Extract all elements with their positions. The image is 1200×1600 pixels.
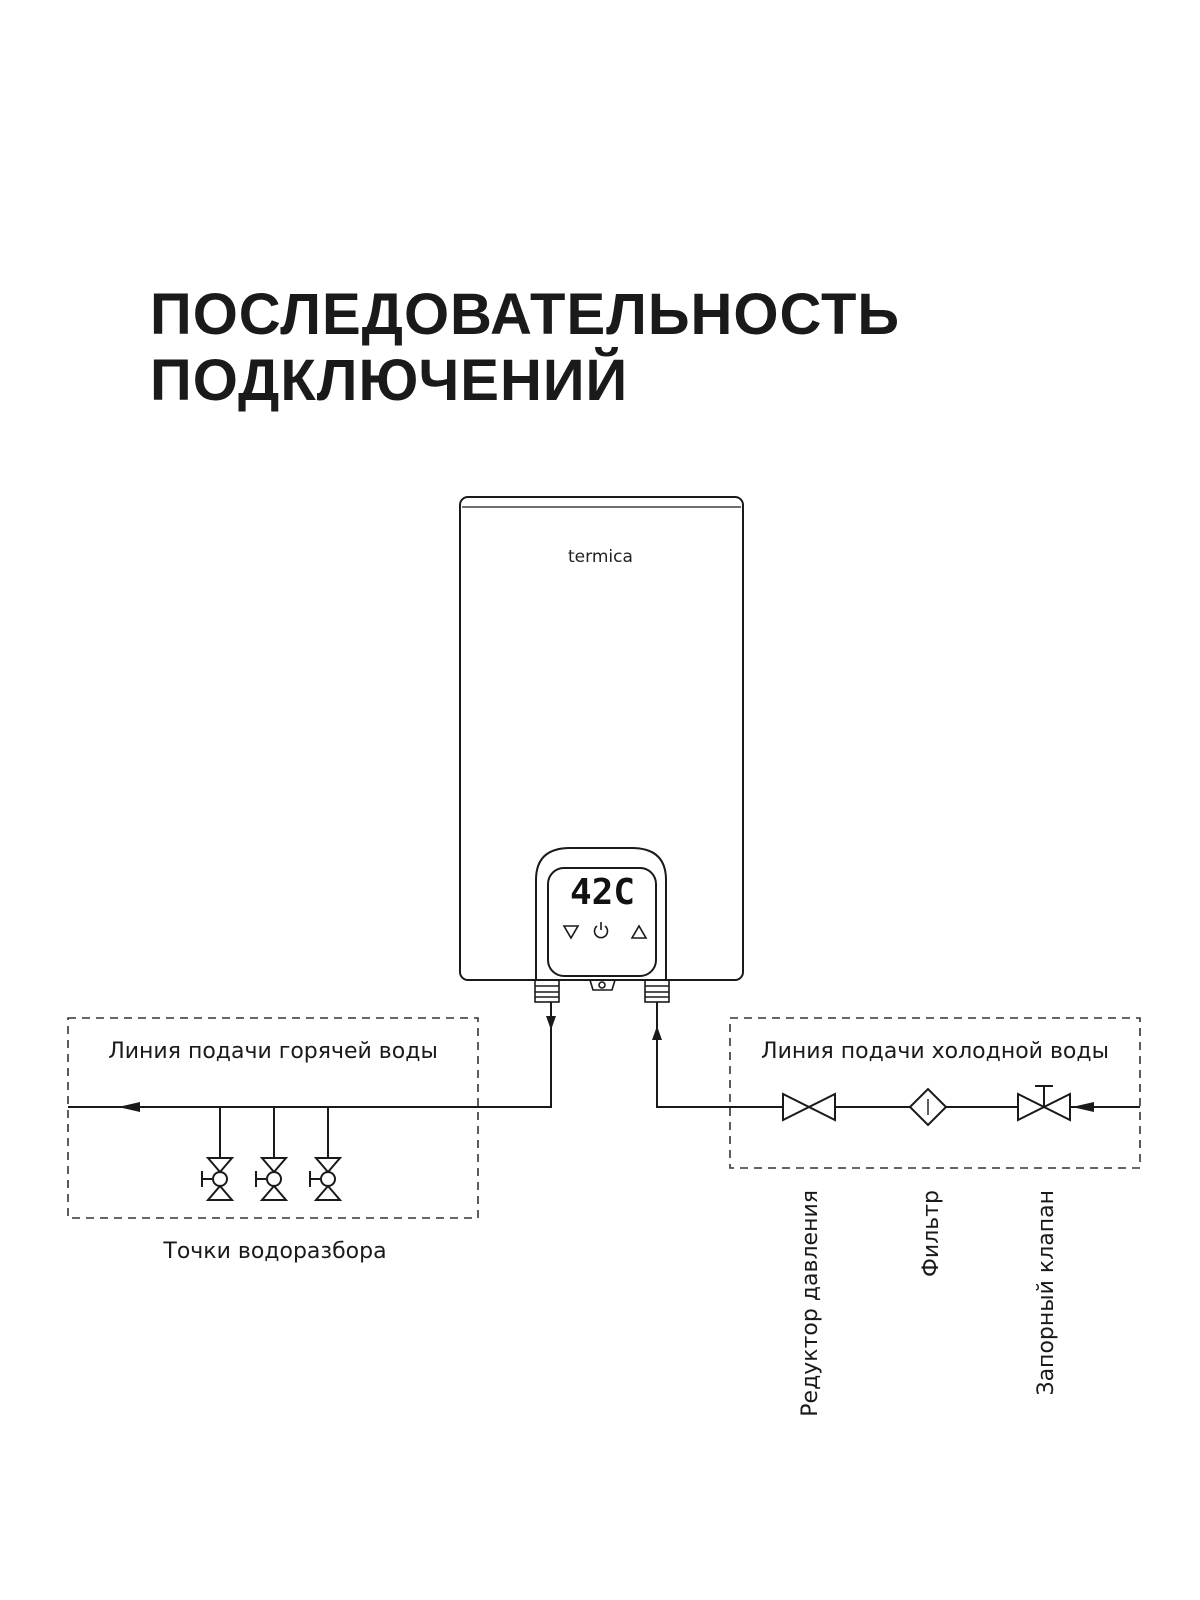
mount-bracket (589, 979, 616, 991)
control-panel (535, 847, 667, 980)
shutoff-valve-icon (1017, 1085, 1071, 1122)
shutoff-valve-label: Запорный клапан (1034, 1190, 1059, 1396)
pressure-reducer-label: Редуктор давления (798, 1190, 823, 1417)
pressure-reducer-icon (782, 1092, 836, 1122)
title-line-1: ПОСЛЕДОВАТЕЛЬНОСТЬ (150, 282, 900, 347)
up-triangle-icon[interactable] (630, 924, 648, 939)
water-heater (459, 496, 744, 981)
taps-label: Точки водоразбора (162, 1239, 386, 1264)
hot-outlet-fitting (534, 979, 560, 1003)
temperature-display: 42C (570, 872, 635, 913)
down-triangle-icon[interactable] (562, 925, 580, 940)
brand-logo: termica (568, 547, 633, 567)
tap-points (201, 1107, 343, 1201)
tap-valve-icon (255, 1107, 289, 1201)
hot-line-label: Линия подачи горячей воды (108, 1039, 438, 1064)
heater-body (459, 496, 744, 981)
cold-line-label: Линия подачи холодной воды (761, 1039, 1109, 1064)
hot-water-pipe (68, 1002, 552, 1108)
power-icon[interactable] (593, 922, 609, 939)
cold-inlet-fitting (644, 979, 670, 1003)
cold-flow-arrow-up (652, 1026, 662, 1040)
cold-flow-arrow-left (1072, 1102, 1094, 1112)
hot-flow-arrow-down (546, 1016, 556, 1030)
panel-housing (535, 847, 667, 980)
title-line-2: ПОДКЛЮЧЕНИЙ (150, 348, 628, 413)
panel-face (547, 867, 657, 977)
tap-valve-icon (309, 1107, 343, 1201)
filter-label: Фильтр (919, 1190, 944, 1277)
filter-icon (908, 1087, 948, 1127)
hot-line-box (67, 1017, 479, 1219)
hot-flow-arrow-left (118, 1102, 140, 1112)
tap-valve-icon (201, 1107, 235, 1201)
